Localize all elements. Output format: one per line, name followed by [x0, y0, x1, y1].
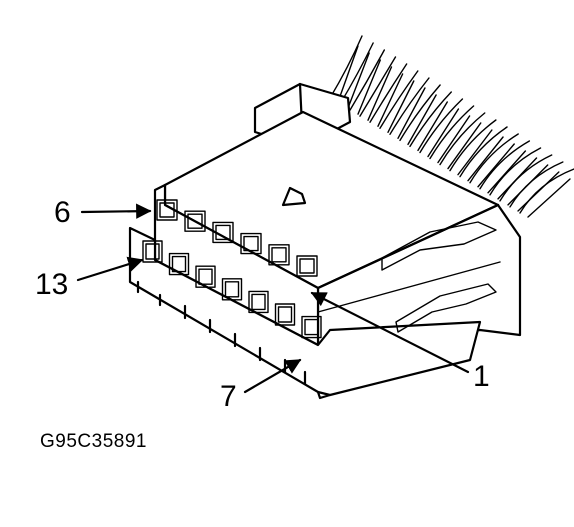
wire [359, 56, 397, 117]
wire [399, 84, 441, 142]
lower-cavity [221, 278, 243, 301]
wire [439, 112, 486, 166]
wire [517, 171, 560, 212]
wire [509, 161, 564, 208]
wire [447, 122, 482, 170]
wire [379, 70, 419, 129]
upper-cavity [156, 199, 178, 221]
lower-cavity [248, 290, 269, 314]
wire [519, 168, 574, 214]
callout-1-arrow [310, 291, 470, 374]
wire [339, 42, 374, 105]
wire [459, 126, 508, 178]
upper-cavity [268, 244, 290, 266]
wire [367, 66, 393, 121]
wire [417, 101, 448, 152]
wire [397, 87, 426, 140]
callout-1-label: 1 [473, 360, 490, 393]
lower-cavity-row [142, 240, 322, 339]
callout-13-label: 13 [35, 268, 68, 301]
callout-13-arrow [76, 256, 144, 282]
wire [487, 150, 527, 194]
wire [489, 147, 542, 196]
wire [407, 94, 437, 146]
wire [457, 129, 493, 176]
lower-cavity [195, 265, 216, 288]
wire [329, 35, 363, 99]
wire [429, 105, 475, 160]
wire [357, 59, 382, 115]
upper-cavity [212, 221, 234, 244]
upper-cavity [184, 210, 206, 232]
wire [349, 49, 386, 111]
wire [427, 108, 460, 158]
wire [469, 133, 519, 184]
lower-cavity [142, 240, 163, 263]
callout-6-label: 6 [54, 196, 71, 229]
wire [389, 77, 430, 136]
figure-id: G95C35891 [40, 431, 147, 452]
wire [409, 91, 452, 148]
wire [419, 98, 464, 154]
callout-7-arrow [243, 358, 302, 394]
upper-cavity [296, 255, 318, 277]
wire [467, 136, 504, 182]
lower-cavity [168, 252, 190, 276]
wire [479, 140, 531, 190]
wire [449, 119, 497, 172]
lower-cavity [274, 303, 296, 326]
wire [527, 178, 571, 218]
lower-cavity [301, 315, 322, 339]
wire [437, 115, 471, 164]
wire [369, 63, 408, 123]
wire [377, 73, 404, 127]
callout-7-label: 7 [220, 380, 237, 413]
connector-housing [128, 110, 522, 400]
wire [347, 52, 370, 109]
wire [387, 80, 415, 133]
wire [477, 143, 515, 188]
wire-bundle [329, 35, 574, 218]
wire [337, 45, 359, 103]
wire [499, 154, 553, 202]
callout-6-arrow [80, 203, 152, 219]
upper-cavity [240, 232, 262, 255]
upper-cavity-row [156, 199, 318, 277]
